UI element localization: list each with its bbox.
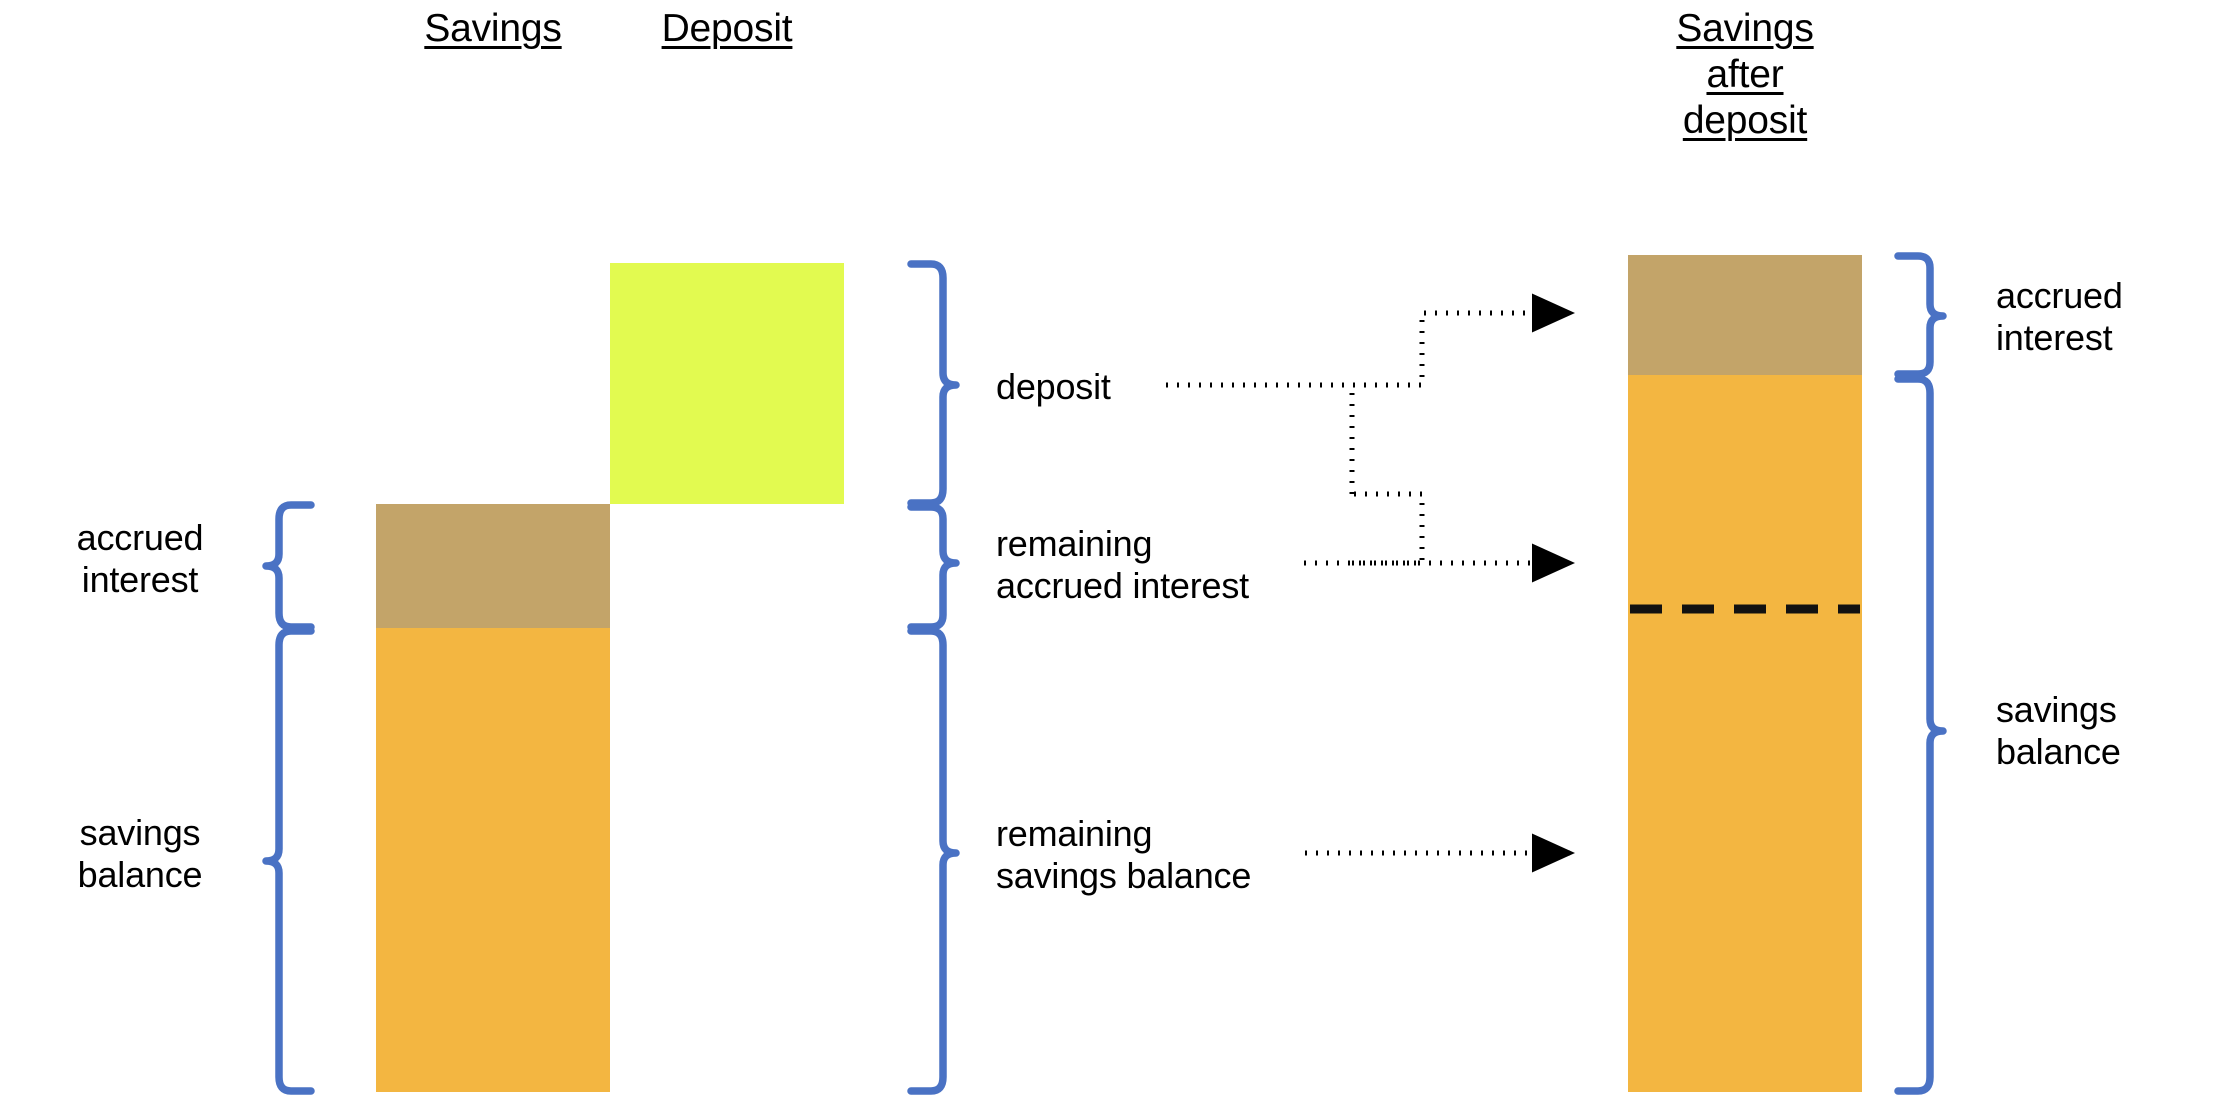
brace-right-accrued-interest: [1894, 252, 1947, 378]
label-right-savings-balance: savings balance: [1996, 689, 2121, 773]
label-middle-remaining-accrued-interest: remaining accrued interest: [996, 523, 1249, 607]
column-heading-deposit: Deposit: [661, 7, 793, 50]
label-middle-deposit: deposit: [996, 366, 1111, 407]
deposit-bar: [610, 263, 844, 504]
column-heading-savings-after-deposit: Savings after deposit: [1676, 7, 1814, 143]
brace-left-accrued-interest: [262, 501, 315, 631]
brace-middle-deposit: [907, 260, 960, 507]
brace-right-savings-balance: [1894, 375, 1947, 1095]
brace-middle-remaining-savings-balance: [907, 627, 960, 1095]
column-heading-savings: Savings: [424, 7, 562, 50]
brace-left-savings-balance: [262, 627, 315, 1095]
label-right-accrued-interest: accrued interest: [1996, 275, 2123, 359]
savings-balance-segment: [376, 628, 610, 1092]
connector-remaining-accrued-interest-to-after-bar: [1304, 491, 1425, 566]
label-middle-remaining-savings-balance: remaining savings balance: [996, 813, 1252, 897]
brace-middle-remaining-accrued-interest: [907, 503, 960, 631]
label-left-accrued-interest: accrued interest: [76, 517, 204, 601]
after-accrued-interest-segment: [1628, 255, 1862, 375]
after-savings-balance-segment: [1628, 375, 1862, 1092]
savings-accrued-interest-segment: [376, 504, 610, 628]
label-left-savings-balance: savings balance: [77, 812, 203, 896]
